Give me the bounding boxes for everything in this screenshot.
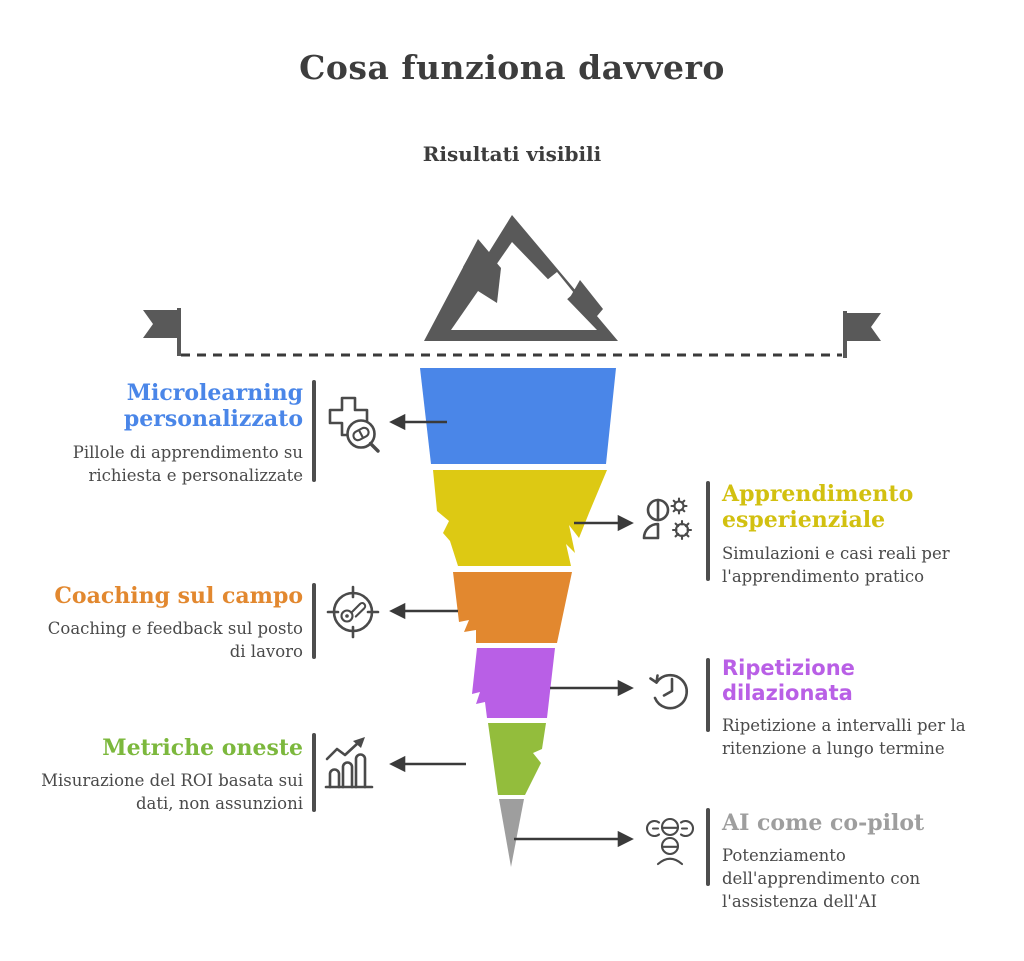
subtitle: Risultati visibili xyxy=(422,142,602,166)
history-clock-icon xyxy=(642,662,698,718)
divider-bar xyxy=(706,658,710,732)
arrow-left-3 xyxy=(389,755,466,773)
arrow-right-3 xyxy=(514,830,634,848)
item-ripetizione: Ripetizione dilazionata Ripetizione a in… xyxy=(722,656,987,761)
funnel-segment-apprendimento xyxy=(433,470,607,566)
item-heading: Apprendimento esperienziale xyxy=(722,481,914,534)
mountain-icon xyxy=(424,215,618,341)
funnel-segment-coaching xyxy=(453,572,572,643)
divider-bar xyxy=(312,380,316,482)
flag-left-icon xyxy=(143,308,181,356)
funnel-segment-microlearning xyxy=(420,368,616,464)
funnel-segment-metriche xyxy=(488,723,546,795)
item-heading: Ripetizione dilazionata xyxy=(722,656,855,706)
divider-bar xyxy=(706,808,710,886)
divider-bar xyxy=(312,583,316,659)
arrow-left-2 xyxy=(389,602,458,620)
gauge-target-icon xyxy=(322,582,384,644)
pill-search-icon xyxy=(320,390,386,456)
item-heading: Microlearning personalizzato xyxy=(123,380,303,433)
divider-bar xyxy=(312,733,316,812)
item-description: Potenziamento dell'apprendimento con l'a… xyxy=(722,846,921,911)
item-microlearning: Microlearning personalizzato Pillole di … xyxy=(38,380,303,487)
funnel-segment-ripetizione xyxy=(472,648,555,718)
page-title: Cosa funziona davvero xyxy=(299,48,725,87)
item-description: Coaching e feedback sul posto di lavoro xyxy=(47,619,303,662)
item-heading: Metriche oneste xyxy=(102,735,303,761)
item-metriche: Metriche oneste Misurazione del ROI basa… xyxy=(38,735,303,816)
item-description: Pillole di apprendimento su richiesta e … xyxy=(72,442,303,485)
person-gears-icon xyxy=(632,490,704,554)
people-group-icon xyxy=(640,808,698,868)
item-heading: AI come co-pilot xyxy=(722,810,925,836)
funnel-segment-ai xyxy=(499,799,524,867)
divider-bar xyxy=(706,481,710,581)
item-ai-copilot: AI come co-pilot Potenziamento dell'appr… xyxy=(722,810,987,914)
item-apprendimento: Apprendimento esperienziale Simulazioni … xyxy=(722,481,987,588)
arrow-right-1 xyxy=(574,514,634,532)
item-description: Ripetizione a intervalli per la ritenzio… xyxy=(722,716,966,759)
item-description: Misurazione del ROI basata sui dati, non… xyxy=(41,771,303,814)
connector-arrows xyxy=(389,413,634,848)
item-coaching: Coaching sul campo Coaching e feedback s… xyxy=(38,583,303,664)
arrow-right-2 xyxy=(550,679,634,697)
item-description: Simulazioni e casi reali per l'apprendim… xyxy=(722,543,950,586)
bar-chart-trend-icon xyxy=(320,735,382,793)
flag-right-icon xyxy=(843,311,881,358)
item-heading: Coaching sul campo xyxy=(54,583,303,609)
arrow-left-1 xyxy=(389,413,447,431)
